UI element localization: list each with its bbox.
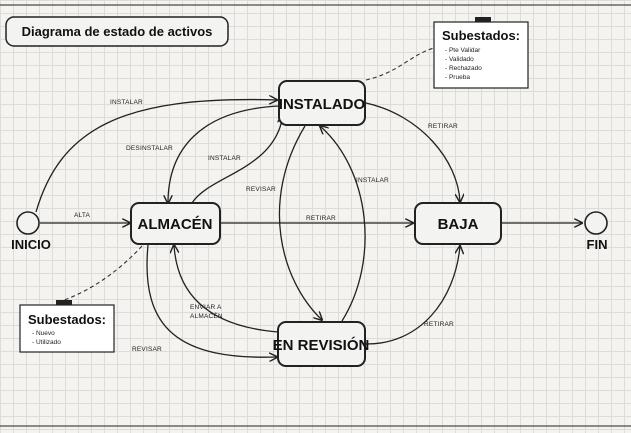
state-almacen: ALMACÉN xyxy=(130,202,221,245)
label-instalado-baja: RETIRAR xyxy=(428,123,458,130)
state-baja-label: BAJA xyxy=(438,216,479,233)
edge-revision-almacen xyxy=(174,245,279,333)
inicio-node: INICIO xyxy=(11,211,51,252)
label-revision-almacen-1: ENVIAR A xyxy=(190,304,222,311)
label-almacen-baja: RETIRAR xyxy=(306,215,336,222)
fin-node: FIN xyxy=(584,211,608,252)
transition-labels: INSTALAR ALTA DESINSTALAR INSTALAR REVIS… xyxy=(74,99,458,353)
note-pin-icon xyxy=(56,300,72,305)
note-instalado-item: - Pte Validar xyxy=(445,47,481,54)
edge-inicio-instalado xyxy=(35,100,277,213)
note-instalado-item: - Prueba xyxy=(445,74,470,81)
label-inicio-almacen: ALTA xyxy=(74,212,91,219)
edge-almacen-revision xyxy=(146,244,277,357)
edge-almacen-instalado xyxy=(191,115,283,204)
label-instalado-almacen: DESINSTALAR xyxy=(126,145,173,152)
state-almacen-label: ALMACÉN xyxy=(138,216,213,233)
note-connector-almacen xyxy=(63,245,143,301)
label-almacen-revision: REVISAR xyxy=(132,346,162,353)
note-almacen-title: Subestados: xyxy=(28,312,106,327)
edge-revision-instalado xyxy=(320,126,366,322)
note-pin-icon xyxy=(475,17,491,22)
note-connector-instalado xyxy=(365,47,435,81)
state-en-revision: EN REVISIÓN xyxy=(273,321,370,367)
label-inicio-instalado: INSTALAR xyxy=(110,99,143,106)
note-instalado-substates: Subestados: - Pte Validar - Validado - R… xyxy=(433,17,529,89)
diagram-title: Diagrama de estado de activos xyxy=(5,16,229,47)
note-instalado-item: - Rechazado xyxy=(445,65,482,72)
edge-instalado-baja xyxy=(365,102,460,202)
label-revision-baja: RETIRAR xyxy=(424,321,454,328)
edge-instalado-revision xyxy=(278,125,322,320)
note-almacen-item: - Nuevo xyxy=(32,330,55,337)
edge-instalado-almacen xyxy=(168,105,280,203)
note-instalado-title: Subestados: xyxy=(442,28,520,43)
state-instalado-label: INSTALADO xyxy=(279,96,366,113)
fin-label: FIN xyxy=(587,237,608,252)
edge-revision-baja xyxy=(364,246,460,345)
note-almacen-substates: Subestados: - Nuevo - Utilizado xyxy=(19,300,115,353)
state-en-revision-label: EN REVISIÓN xyxy=(273,336,370,354)
state-baja: BAJA xyxy=(414,202,502,245)
state-instalado: INSTALADO xyxy=(278,80,366,126)
label-instalado-revision: REVISAR xyxy=(246,186,276,193)
label-revision-almacen-2: ALMACÉN xyxy=(190,311,223,320)
note-almacen-item: - Utilizado xyxy=(32,339,61,346)
inicio-label: INICIO xyxy=(11,237,51,252)
diagram-title-text: Diagrama de estado de activos xyxy=(22,24,213,39)
note-instalado-item: - Validado xyxy=(445,56,474,63)
label-almacen-instalado: INSTALAR xyxy=(208,155,241,162)
label-revision-instalado: INSTALAR xyxy=(356,177,389,184)
transitions xyxy=(35,100,582,358)
